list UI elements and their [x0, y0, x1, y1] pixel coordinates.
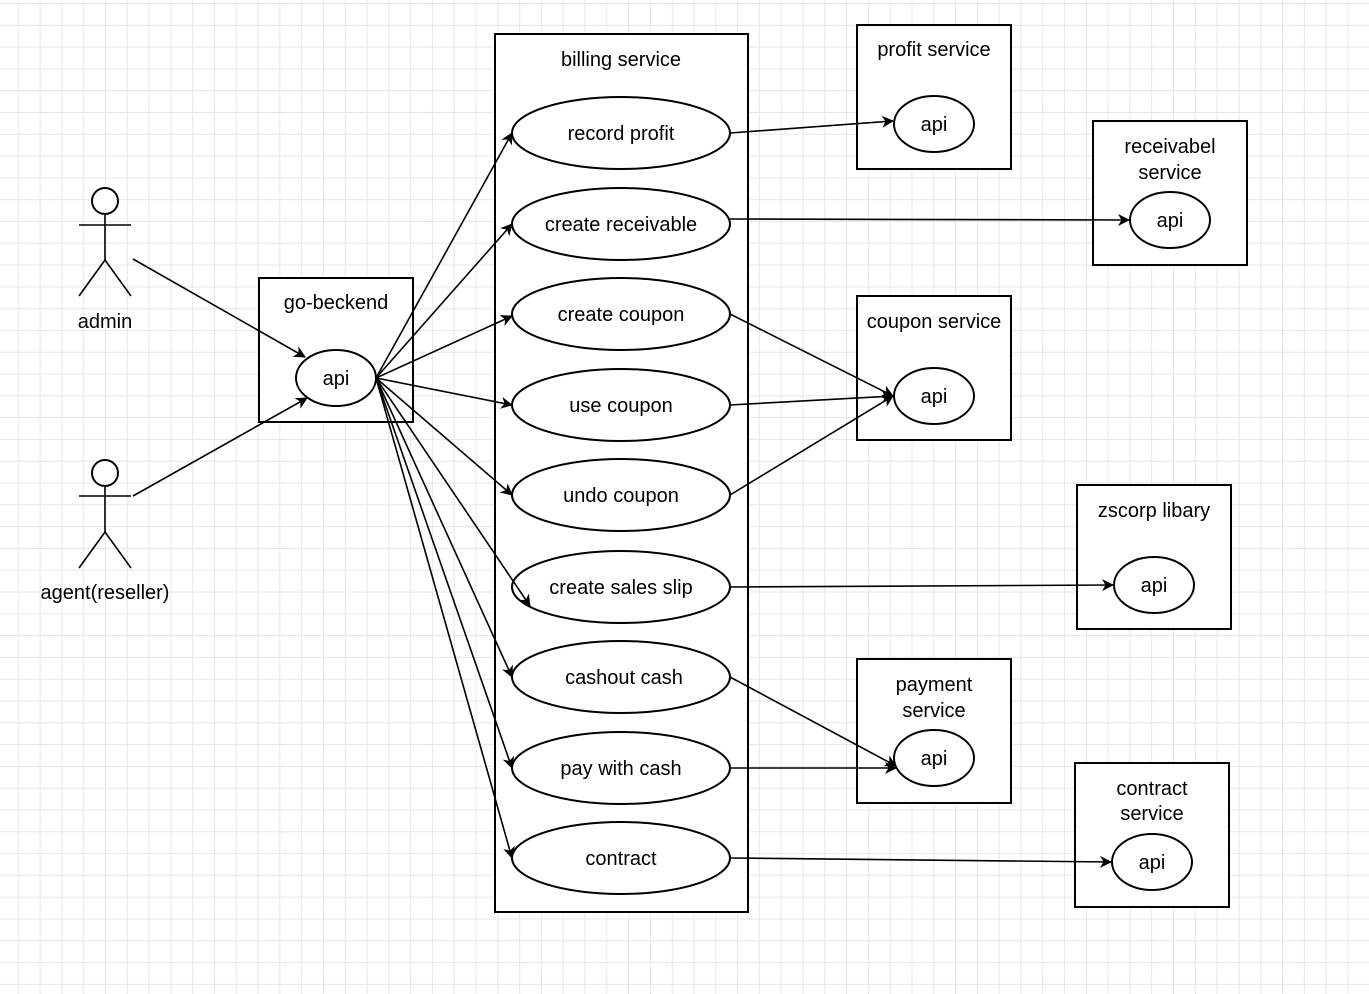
payment-service-box[interactable]: payment service api: [856, 658, 1012, 804]
admin-right-leg: [104, 259, 132, 297]
zscorp-library-box[interactable]: zscorp libary api: [1076, 484, 1232, 630]
arrow-undo-coupon-to-coupon-api: [729, 395, 894, 496]
use-case-label: record profit: [568, 123, 675, 145]
admin-actor[interactable]: admin: [78, 187, 132, 333]
receivable-service-title-line1: receivabel: [1124, 136, 1215, 158]
connectors: [132, 115, 1130, 868]
zscorp-library-title: zscorp libary: [1098, 500, 1210, 522]
arrow-api-to-contract: [375, 377, 515, 859]
arrow-api-to-create-receivable: [375, 223, 513, 379]
zscorp-library-api-label: api: [1141, 575, 1168, 597]
arrow-contract-to-contract-api: [729, 855, 1112, 868]
use-case-pay-with-cash[interactable]: pay with cash: [511, 731, 731, 805]
arrow-record-profit-to-profit-api: [729, 115, 894, 134]
arrow-api-to-pay-with-cash: [375, 377, 515, 769]
agent-label: agent(reseller): [41, 582, 170, 604]
agent-left-leg: [78, 531, 106, 569]
billing-service-box[interactable]: billing service record profit create rec…: [494, 33, 749, 913]
use-case-undo-coupon[interactable]: undo coupon: [511, 458, 731, 532]
arrow-api-to-create-coupon: [375, 315, 513, 379]
billing-service-title: billing service: [561, 49, 681, 71]
use-case-label: pay with cash: [560, 758, 681, 780]
arrow-cashout-to-payment-api: [729, 676, 897, 767]
go-beckend-box[interactable]: go-beckend api: [258, 277, 414, 423]
go-beckend-title: go-beckend: [284, 292, 389, 314]
contract-service-api-label: api: [1139, 852, 1166, 874]
arrow-use-coupon-to-coupon-api: [729, 390, 894, 406]
use-case-cashout-cash[interactable]: cashout cash: [511, 640, 731, 714]
use-case-label: create coupon: [558, 304, 685, 326]
arrow-create-receivable-to-receivable-api: [729, 213, 1130, 226]
go-beckend-api-label: api: [323, 368, 350, 390]
use-case-label: undo coupon: [563, 485, 679, 507]
agent-right-leg: [104, 531, 132, 569]
receivable-service-api-label: api: [1157, 210, 1184, 232]
coupon-service-api-label: api: [921, 386, 948, 408]
contract-service-title-line2: service: [1120, 803, 1183, 825]
receivable-service-title-line2: service: [1138, 162, 1201, 184]
payment-service-title-line1: payment: [896, 674, 973, 696]
coupon-service-title: coupon service: [867, 311, 1002, 333]
receivable-service-api-node[interactable]: [1129, 191, 1211, 249]
arrow-api-to-cashout-cash: [375, 377, 513, 678]
contract-service-api-node[interactable]: [1111, 833, 1193, 891]
use-case-label: cashout cash: [565, 667, 683, 689]
contract-service-box[interactable]: contract service api: [1074, 762, 1230, 908]
use-case-label: create receivable: [545, 214, 697, 236]
zscorp-library-api-node[interactable]: [1113, 556, 1195, 614]
profit-service-api-node[interactable]: [893, 95, 975, 153]
arrow-api-to-create-sales-slip: [375, 377, 531, 607]
use-case-label: create sales slip: [549, 577, 692, 599]
arrow-sales-slip-to-zscorp-api: [729, 579, 1114, 592]
arrow-api-to-use-coupon: [375, 377, 513, 409]
profit-service-title: profit service: [877, 39, 990, 61]
arrow-api-to-record-profit: [375, 132, 513, 379]
contract-service-title-line1: contract: [1116, 778, 1188, 800]
profit-service-box[interactable]: profit service api: [856, 24, 1012, 170]
admin-head: [91, 187, 119, 215]
payment-service-title-line2: service: [902, 700, 965, 722]
use-case-create-coupon[interactable]: create coupon: [511, 277, 731, 351]
admin-left-leg: [78, 259, 106, 297]
use-case-create-sales-slip[interactable]: create sales slip: [511, 550, 731, 624]
admin-label: admin: [78, 311, 132, 333]
agent-actor[interactable]: agent(reseller): [41, 459, 170, 604]
receivable-service-box[interactable]: receivabel service api: [1092, 120, 1248, 266]
profit-service-api-label: api: [921, 114, 948, 136]
agent-head: [91, 459, 119, 487]
use-case-create-receivable[interactable]: create receivable: [511, 187, 731, 261]
use-case-contract[interactable]: contract: [511, 821, 731, 895]
arrow-api-to-undo-coupon: [375, 377, 513, 496]
use-case-label: use coupon: [569, 395, 672, 417]
use-case-use-coupon[interactable]: use coupon: [511, 368, 731, 442]
use-case-label: contract: [585, 848, 657, 870]
payment-service-api-label: api: [921, 748, 948, 770]
arrow-agent-to-api: [132, 397, 308, 497]
arrow-create-coupon-to-coupon-api: [729, 313, 894, 397]
coupon-service-api-node[interactable]: [893, 367, 975, 425]
coupon-service-box[interactable]: coupon service api: [856, 295, 1012, 441]
arrow-admin-to-api: [132, 258, 306, 358]
use-case-record-profit[interactable]: record profit: [511, 96, 731, 170]
